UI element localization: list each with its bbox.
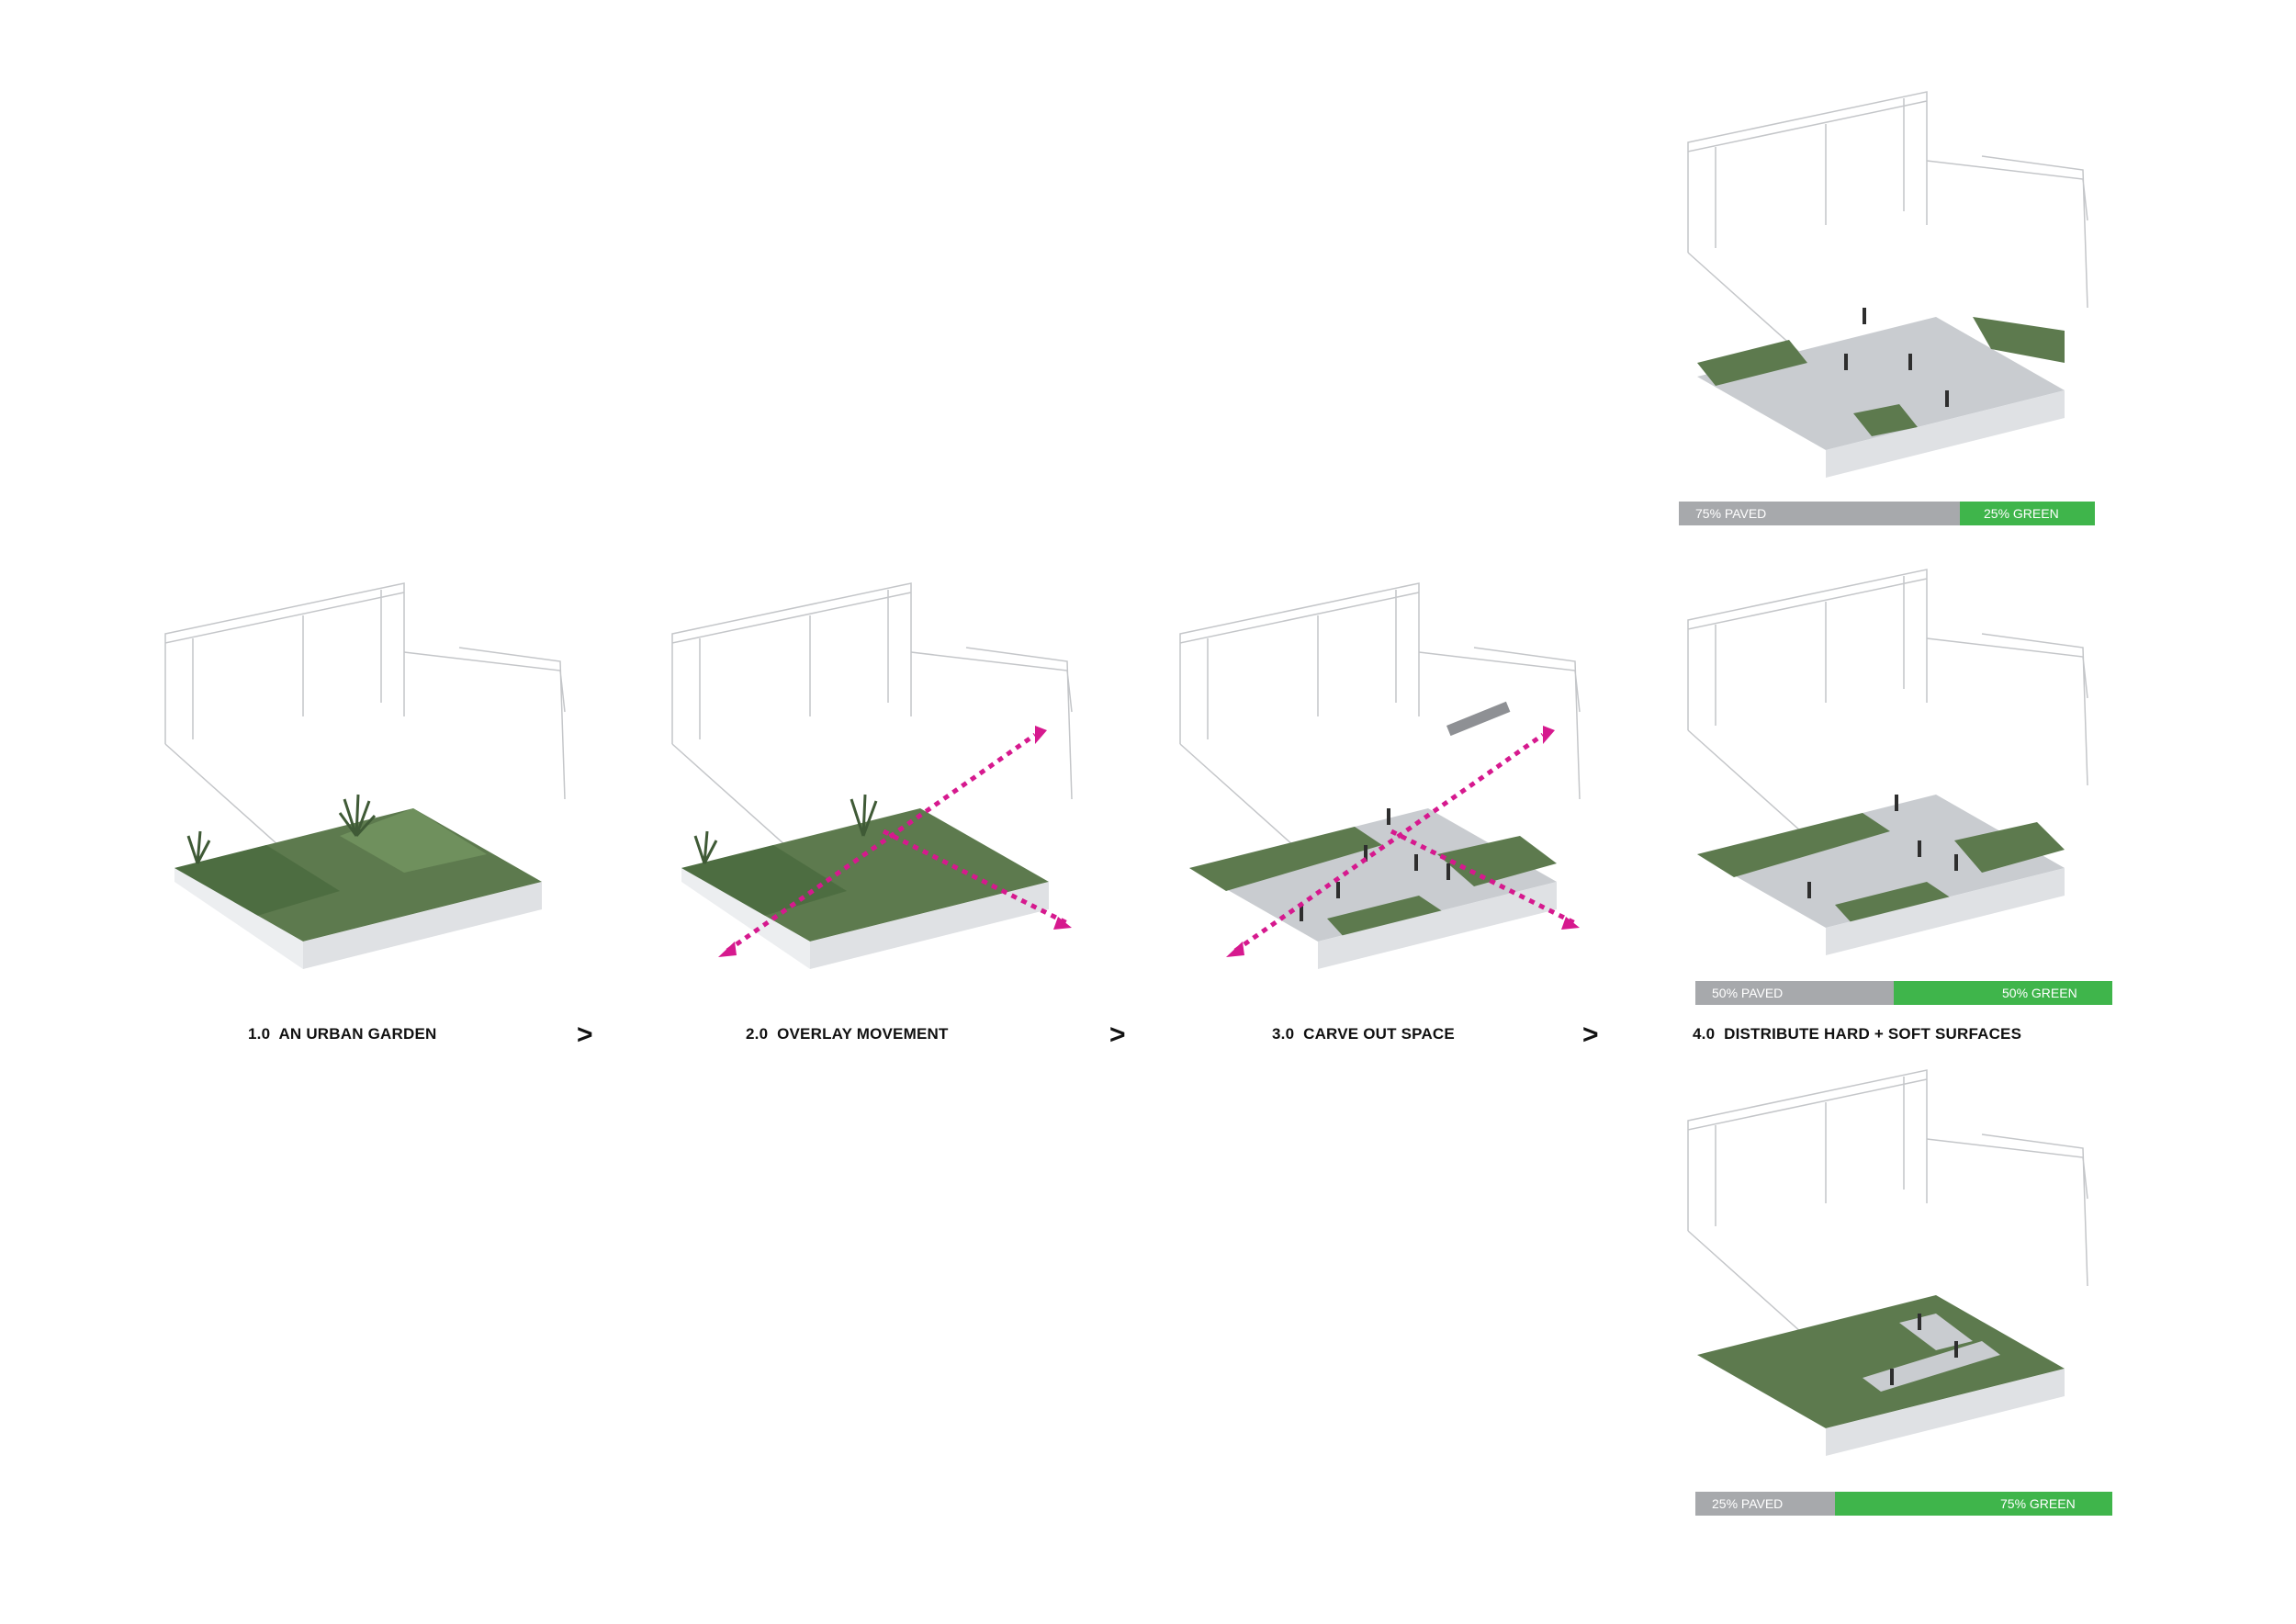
planting-bed-front — [1835, 882, 1954, 925]
planting-bed-shade — [174, 845, 340, 919]
paved-segment: 25% PAVED — [1695, 1492, 1835, 1516]
paved-path — [1697, 795, 2065, 928]
paved-path — [1863, 1341, 2000, 1392]
paved-label: 50% PAVED — [1712, 986, 1784, 1000]
movement-arrows — [1233, 732, 1577, 953]
green-segment: 25% GREEN — [1960, 502, 2095, 525]
step-title: DISTRIBUTE HARD + SOFT SURFACES — [1724, 1025, 2022, 1043]
people-figures — [1844, 308, 1949, 407]
palm-plant-icon — [186, 794, 377, 864]
step-caption-urban-garden: 1.0 AN URBAN GARDEN — [248, 1025, 437, 1043]
step-number: 2.0 — [746, 1025, 769, 1043]
planter-left-face — [681, 868, 810, 969]
ratio-bar-25-paved: 25% PAVED 75% GREEN — [1695, 1492, 2112, 1516]
step-title: OVERLAY MOVEMENT — [777, 1025, 949, 1043]
step-number: 3.0 — [1272, 1025, 1295, 1043]
planter-front-face — [1826, 868, 2065, 955]
diagram-urban-garden — [164, 582, 566, 969]
planting-bed-right — [1954, 822, 2065, 873]
planter-front-face — [1318, 882, 1557, 969]
planting-bed-highlight — [340, 808, 487, 873]
planting-bed — [1697, 1295, 2065, 1428]
planting-bed-back — [1697, 813, 1890, 877]
step-caption-carve-out-space: 3.0 CARVE OUT SPACE — [1272, 1025, 1455, 1043]
people-figures — [1300, 808, 1450, 921]
paved-segment: 75% PAVED — [1679, 502, 1960, 525]
arrowhead-icons — [718, 726, 1072, 957]
bench — [1446, 701, 1511, 737]
movement-arrow-diagonal — [726, 732, 1037, 953]
paved-label: 25% PAVED — [1712, 1496, 1784, 1511]
paved-path — [1697, 317, 2065, 450]
paved-segment: 50% PAVED — [1695, 981, 1894, 1005]
planting-bed-left — [1697, 340, 1807, 386]
step-number: 4.0 — [1693, 1025, 1716, 1043]
planting-bed-right — [1437, 836, 1557, 886]
diagram-25-paved — [1687, 1069, 2088, 1456]
ratio-bar-50-paved: 50% PAVED 50% GREEN — [1695, 981, 2112, 1005]
diagram-75-paved — [1687, 91, 2088, 478]
step-title: AN URBAN GARDEN — [278, 1025, 437, 1043]
diagram-50-paved — [1687, 569, 2088, 955]
step-title: CARVE OUT SPACE — [1303, 1025, 1455, 1043]
palm-plant-icon — [693, 794, 878, 864]
planter-front-face — [1826, 390, 2065, 478]
planting-bed-shade — [681, 845, 847, 919]
planting-bed-back — [1189, 827, 1382, 891]
green-label: 75% GREEN — [2000, 1496, 2076, 1511]
diagram-overlay-movement — [671, 582, 1073, 969]
step-number: 1.0 — [248, 1025, 271, 1043]
step-caption-distribute-surfaces: 4.0 DISTRIBUTE HARD + SOFT SURFACES — [1693, 1025, 2021, 1043]
planter-front-face — [810, 882, 1049, 969]
arrowhead-icons — [1226, 726, 1580, 957]
green-label: 50% GREEN — [2002, 986, 2077, 1000]
people-figures — [1890, 1314, 1958, 1385]
planter-left-face — [174, 868, 303, 969]
ratio-bar-75-paved: 75% PAVED 25% GREEN — [1679, 502, 2095, 525]
green-label: 25% GREEN — [1984, 506, 2059, 521]
movement-arrows — [726, 732, 1069, 953]
people-figures — [1807, 795, 1958, 898]
green-segment: 50% GREEN — [1894, 981, 2112, 1005]
step-caption-overlay-movement: 2.0 OVERLAY MOVEMENT — [746, 1025, 949, 1043]
step-separator-2: > — [1109, 1020, 1126, 1050]
planting-bed-front — [1853, 404, 1918, 436]
movement-arrow-cross — [882, 829, 1069, 926]
planting-bed-right — [1973, 317, 2065, 363]
planter-front-face — [1826, 1369, 2065, 1456]
planting-bed-front — [1327, 896, 1446, 939]
diagram-carve-out-space — [1179, 582, 1581, 969]
planter-front-face — [303, 882, 542, 969]
paved-path — [1189, 808, 1557, 942]
step-separator-1: > — [577, 1020, 593, 1050]
step-separator-3: > — [1582, 1020, 1599, 1050]
paved-label: 75% PAVED — [1695, 506, 1767, 521]
green-segment: 75% GREEN — [1835, 1492, 2112, 1516]
wireframe-building-back — [671, 582, 1073, 901]
